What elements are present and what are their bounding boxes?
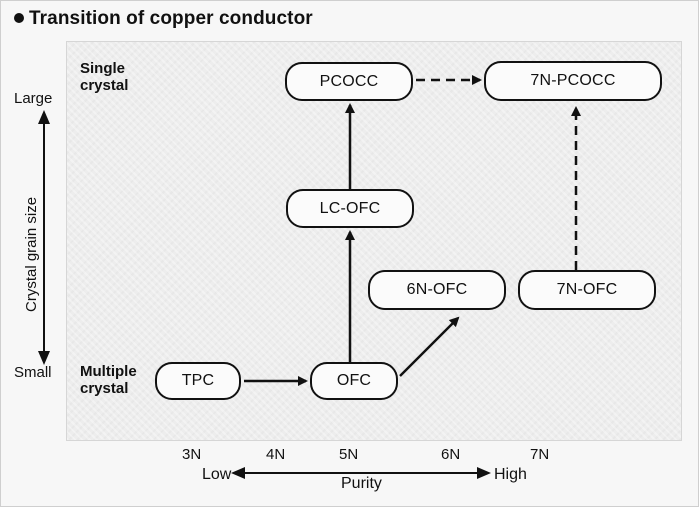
diagram-title-text: Transition of copper conductor	[29, 8, 313, 29]
node-tpc: TPC	[155, 362, 241, 400]
x-tick-3n: 3N	[182, 446, 202, 463]
x-tick-6n: 6N	[441, 446, 461, 463]
single-crystal-label-line2: crystal	[80, 77, 129, 94]
y-axis-top-label: Large	[14, 90, 53, 107]
x-tick-5n: 5N	[339, 446, 359, 463]
single-crystal-label-line1: Single	[80, 60, 126, 77]
x-axis-high-label: High	[494, 466, 527, 483]
node-lc-ofc: LC-OFC	[286, 189, 414, 228]
node-7n-pcocc: 7N-PCOCC	[484, 61, 662, 101]
y-axis-arrow	[38, 110, 50, 365]
node-ofc: OFC	[310, 362, 398, 400]
title-bullet-icon	[14, 13, 24, 23]
diagram-title: Transition of copper conductor	[14, 8, 313, 30]
x-tick-7n: 7N	[530, 446, 550, 463]
node-6n-ofc: 6N-OFC	[368, 270, 506, 310]
multiple-crystal-label-line2: crystal	[80, 380, 129, 397]
multiple-crystal-label-line1: Multiple	[80, 363, 137, 380]
x-axis-title: Purity	[341, 475, 382, 492]
single-crystal-label: Single crystal	[80, 60, 128, 94]
arrow-ofc-to-6n-ofc	[399, 316, 460, 377]
node-pcocc: PCOCC	[285, 62, 413, 101]
node-7n-ofc: 7N-OFC	[518, 270, 656, 310]
x-axis-arrow	[231, 467, 491, 479]
multiple-crystal-label: Multiple crystal	[80, 363, 137, 397]
x-axis-low-label: Low	[202, 466, 232, 483]
y-axis-bottom-label: Small	[14, 364, 52, 381]
x-tick-4n: 4N	[266, 446, 286, 463]
